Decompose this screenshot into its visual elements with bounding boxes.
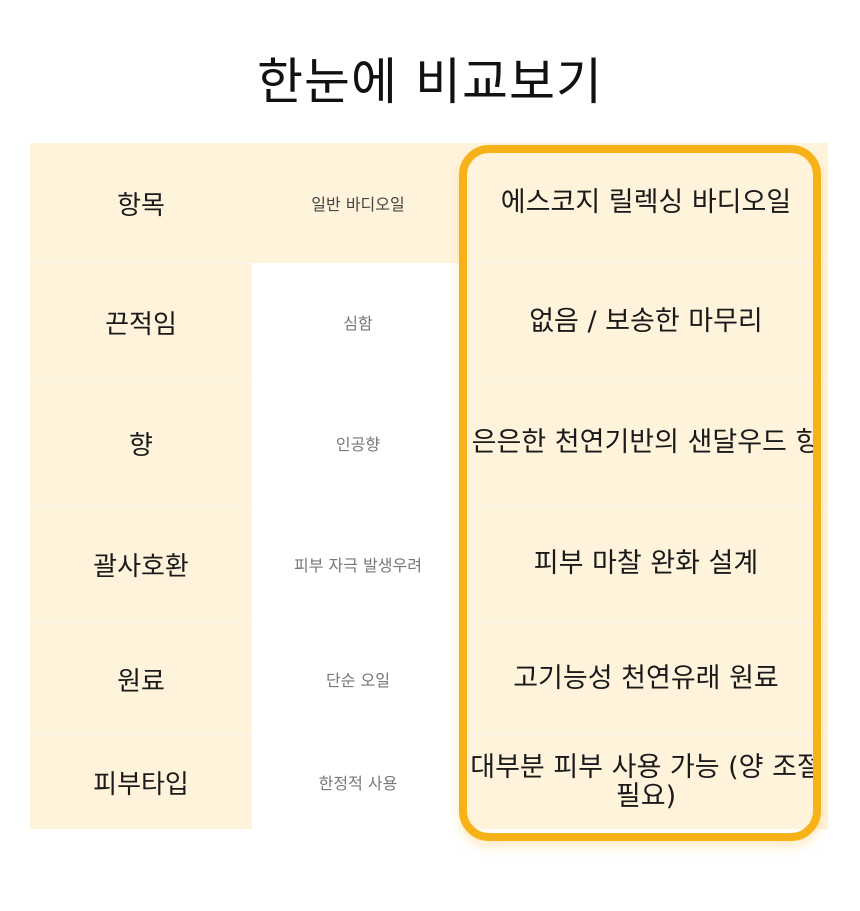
highlight-cell: 은은한 천연기반의 샌달우드 향 bbox=[464, 381, 828, 505]
label-cell: 괄사호환 bbox=[30, 505, 252, 622]
highlight-value: 없음 / 보송한 마무리 bbox=[529, 306, 763, 338]
normal-value: 인공향 bbox=[335, 435, 381, 454]
normal-cell: 한정적 사용 bbox=[252, 735, 464, 829]
highlight-value: 피부 마찰 완화 설계 bbox=[533, 547, 759, 579]
highlight-cell: 고기능성 천연유래 원료 bbox=[464, 622, 828, 735]
row-label: 괄사호환 bbox=[93, 551, 189, 582]
normal-cell: 인공향 bbox=[252, 381, 464, 505]
normal-value: 한정적 사용 bbox=[318, 774, 398, 793]
highlight-value: 고기능성 천연유래 원료 bbox=[513, 662, 779, 694]
label-cell: 향 bbox=[30, 381, 252, 505]
label-header-cell: 항목 bbox=[30, 143, 252, 263]
highlight-header: 에스코지 릴렉싱 바디오일 bbox=[500, 186, 792, 218]
label-cell: 원료 bbox=[30, 622, 252, 735]
highlight-value: 대부분 피부 사용 가능 (양 조절 필요) bbox=[470, 752, 822, 812]
normal-header: 일반 바디오일 bbox=[311, 195, 405, 214]
label-column: 항목 끈적임 향 괄사호환 원료 피부타입 bbox=[30, 143, 252, 829]
row-label: 끈적임 bbox=[105, 310, 177, 340]
label-cell: 피부타입 bbox=[30, 735, 252, 829]
highlight-cell: 없음 / 보송한 마무리 bbox=[464, 263, 828, 381]
comparison-table: 항목 끈적임 향 괄사호환 원료 피부타입 일반 바디오일 bbox=[30, 143, 828, 829]
normal-value: 심함 bbox=[343, 314, 373, 333]
highlight-header-cell: 에스코지 릴렉싱 바디오일 bbox=[464, 143, 828, 263]
normal-value: 단순 오일 bbox=[326, 670, 390, 690]
normal-header-background bbox=[252, 143, 464, 263]
normal-header-cell: 일반 바디오일 bbox=[252, 143, 464, 263]
label-cell: 끈적임 bbox=[30, 263, 252, 381]
normal-cell: 단순 오일 bbox=[252, 622, 464, 735]
row-label: 피부타입 bbox=[93, 770, 189, 800]
highlight-value: 은은한 천연기반의 샌달우드 향 bbox=[471, 427, 821, 459]
page-title: 한눈에 비교보기 bbox=[257, 53, 603, 111]
normal-cell: 심함 bbox=[252, 263, 464, 381]
normal-cell: 피부 자극 발생우려 bbox=[252, 505, 464, 622]
row-label: 향 bbox=[129, 431, 153, 461]
row-label: 원료 bbox=[117, 666, 165, 697]
highlight-product-column: 에스코지 릴렉싱 바디오일 없음 / 보송한 마무리 은은한 천연기반의 샌달우… bbox=[464, 143, 828, 829]
normal-product-column: 일반 바디오일 심함 인공향 피부 자극 발생우려 단순 오일 한정적 사용 bbox=[252, 143, 464, 829]
normal-value: 피부 자극 발생우려 bbox=[294, 555, 422, 575]
highlight-cell: 피부 마찰 완화 설계 bbox=[464, 505, 828, 622]
label-header: 항목 bbox=[117, 190, 165, 221]
highlight-cell: 대부분 피부 사용 가능 (양 조절 필요) bbox=[464, 735, 828, 829]
